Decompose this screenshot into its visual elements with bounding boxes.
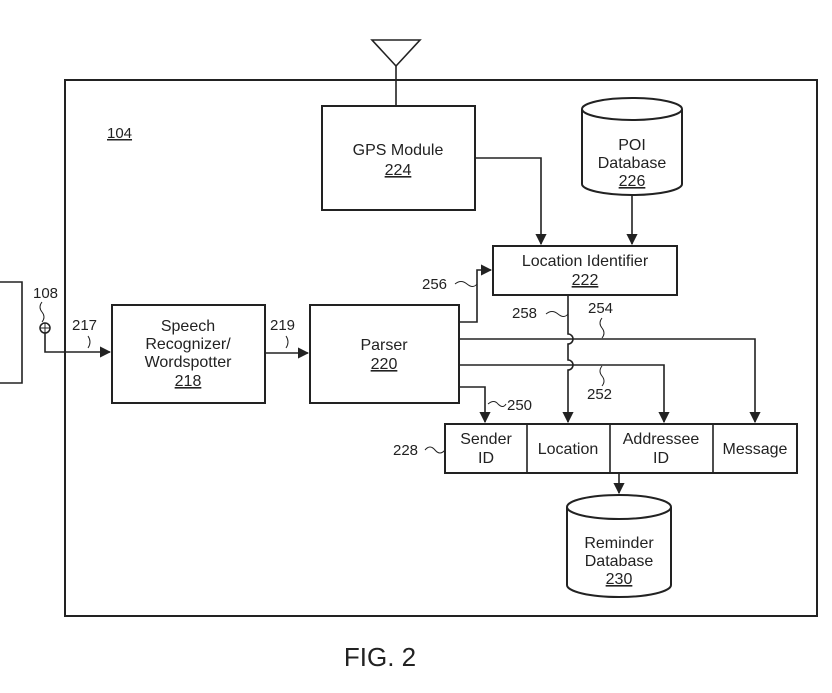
link-256 [459, 264, 493, 323]
link-252 [459, 364, 670, 424]
gps-module-block: GPS Module 224 [321, 105, 476, 211]
addressee-id-line2: ID [653, 450, 669, 467]
record-ref: 228 [393, 442, 418, 459]
link-217 [44, 333, 112, 358]
location-field: Location [538, 441, 599, 458]
link-217-label: 217 [72, 317, 97, 334]
figure-caption: FIG. 2 [344, 642, 416, 672]
antenna-icon [370, 39, 422, 106]
poi-database-cylinder: POI Database 226 [581, 97, 683, 196]
reminder-database-ref: 230 [606, 571, 633, 588]
input-port-icon [39, 322, 51, 334]
gps-module-title: GPS Module [353, 142, 444, 159]
link-252-label: 252 [587, 386, 612, 403]
speech-recognizer-line3: Wordspotter [145, 354, 233, 371]
link-250 [459, 386, 491, 424]
speech-recognizer-ref: 218 [175, 373, 202, 390]
system-ref: 104 [107, 125, 132, 142]
message-field: Message [723, 441, 788, 458]
input-port-leader [39, 301, 45, 323]
location-identifier-title: Location Identifier [522, 253, 649, 270]
poi-database-line2: Database [598, 155, 667, 172]
parser-block: Parser 220 [309, 304, 460, 404]
location-identifier-block: Location Identifier 222 [492, 245, 678, 296]
poi-database-line1: POI [618, 137, 646, 154]
link-254 [459, 338, 761, 424]
poi-database-ref: 226 [619, 173, 646, 190]
link-256-label: 256 [422, 276, 447, 293]
link-254-label: 254 [588, 300, 613, 317]
speech-recognizer-block: Speech Recognizer/ Wordspotter 218 [111, 304, 266, 404]
link-gps-to-location-identifier [475, 157, 547, 246]
input-port-ref: 108 [33, 285, 58, 302]
link-219-label: 219 [270, 317, 295, 334]
link-258 [562, 295, 574, 424]
parser-title: Parser [360, 337, 408, 354]
link-258-label: 258 [512, 305, 537, 322]
location-identifier-ref: 222 [572, 272, 599, 289]
reminder-database-line2: Database [585, 553, 654, 570]
parser-ref: 220 [371, 356, 398, 373]
link-250-label: 250 [507, 397, 532, 414]
speech-recognizer-line2: Recognizer/ [145, 336, 231, 353]
external-device [0, 281, 23, 384]
gps-module-ref: 224 [385, 162, 412, 179]
record-ref-leader [424, 446, 446, 454]
speech-recognizer-line1: Speech [161, 318, 215, 335]
reminder-record: Sender ID Location Addressee ID Message [444, 423, 798, 474]
sender-id-line2: ID [478, 450, 494, 467]
sender-id-line1: Sender [460, 431, 512, 448]
reminder-database-cylinder: Reminder Database 230 [566, 494, 672, 598]
reminder-database-line1: Reminder [584, 535, 654, 552]
addressee-id-line1: Addressee [623, 431, 700, 448]
